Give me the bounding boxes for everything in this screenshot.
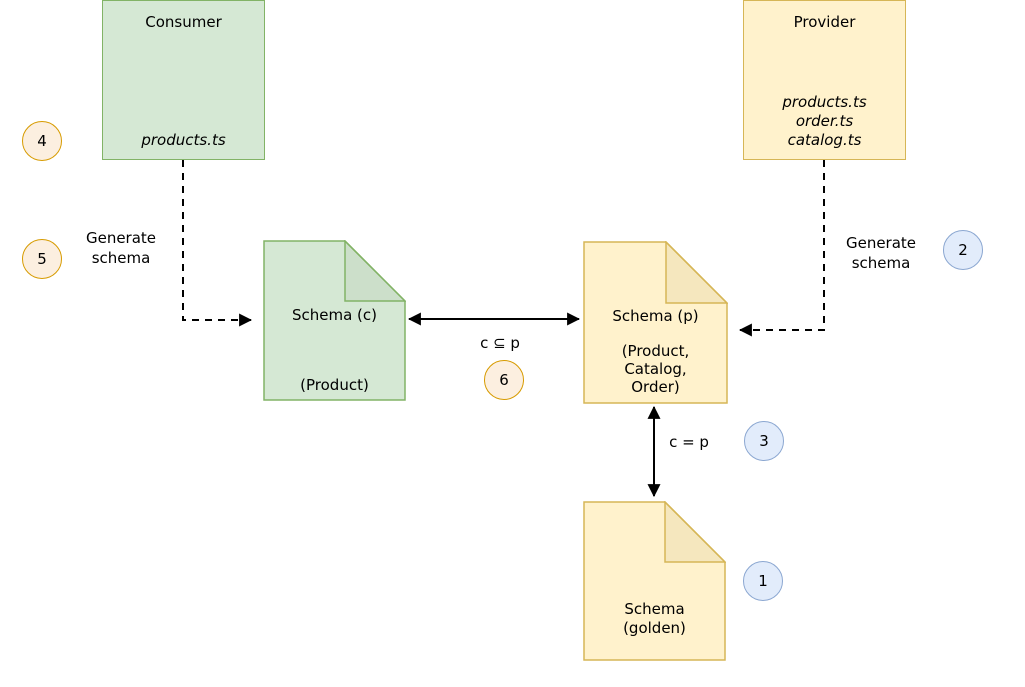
schema-p-document: Schema (p) (Product, Catalog, Order) xyxy=(583,241,728,404)
generate-schema-label-right: Generate schema xyxy=(845,234,917,272)
consumer-box: Consumer products.ts xyxy=(102,0,265,160)
consumer-to-schema-c-dashed-arrow xyxy=(182,160,253,327)
schema-c-subtitle: (Product) xyxy=(300,376,369,394)
schema-p-title: Schema (p) xyxy=(612,307,699,325)
step-circle-6: 6 xyxy=(484,360,524,400)
step-circle-2: 2 xyxy=(943,230,983,270)
step-circle-5: 5 xyxy=(22,239,62,279)
provider-to-schema-p-dashed-arrow xyxy=(738,160,825,337)
consumer-file: products.ts xyxy=(141,131,226,149)
step-circle-3: 3 xyxy=(744,421,784,461)
consumer-files: products.ts xyxy=(103,131,264,150)
generate-schema-label-left: Generate schema xyxy=(85,229,157,267)
document-body xyxy=(263,240,406,401)
provider-file: order.ts xyxy=(795,112,854,130)
step-circle-1: 1 xyxy=(743,561,783,601)
provider-title: Provider xyxy=(793,13,856,31)
document-body xyxy=(583,501,726,661)
subset-relation-label: c ⊆ p xyxy=(480,334,520,352)
folded-corner-icon xyxy=(344,240,406,302)
step-circle-4: 4 xyxy=(22,121,62,161)
schema-c-title: Schema (c) xyxy=(291,306,378,324)
schema-c-document: Schema (c) (Product) xyxy=(263,240,406,401)
schema-golden-title: Schema (golden) xyxy=(623,600,686,637)
document-shape xyxy=(263,240,406,401)
schema-golden-document: Schema (golden) xyxy=(583,501,726,661)
equals-relation-label: c = p xyxy=(669,433,709,451)
provider-box: Provider products.ts order.ts catalog.ts xyxy=(743,0,906,160)
provider-file: products.ts xyxy=(782,93,867,111)
consumer-title: Consumer xyxy=(145,13,222,31)
provider-files: products.ts order.ts catalog.ts xyxy=(744,93,905,150)
document-shape xyxy=(583,241,728,404)
provider-file: catalog.ts xyxy=(787,131,862,149)
schema-p-subtitle: (Product, Catalog, Order) xyxy=(621,342,690,396)
folded-corner-icon xyxy=(664,501,726,563)
folded-corner-icon xyxy=(665,241,728,304)
document-body xyxy=(583,241,728,404)
document-shape xyxy=(583,501,726,661)
